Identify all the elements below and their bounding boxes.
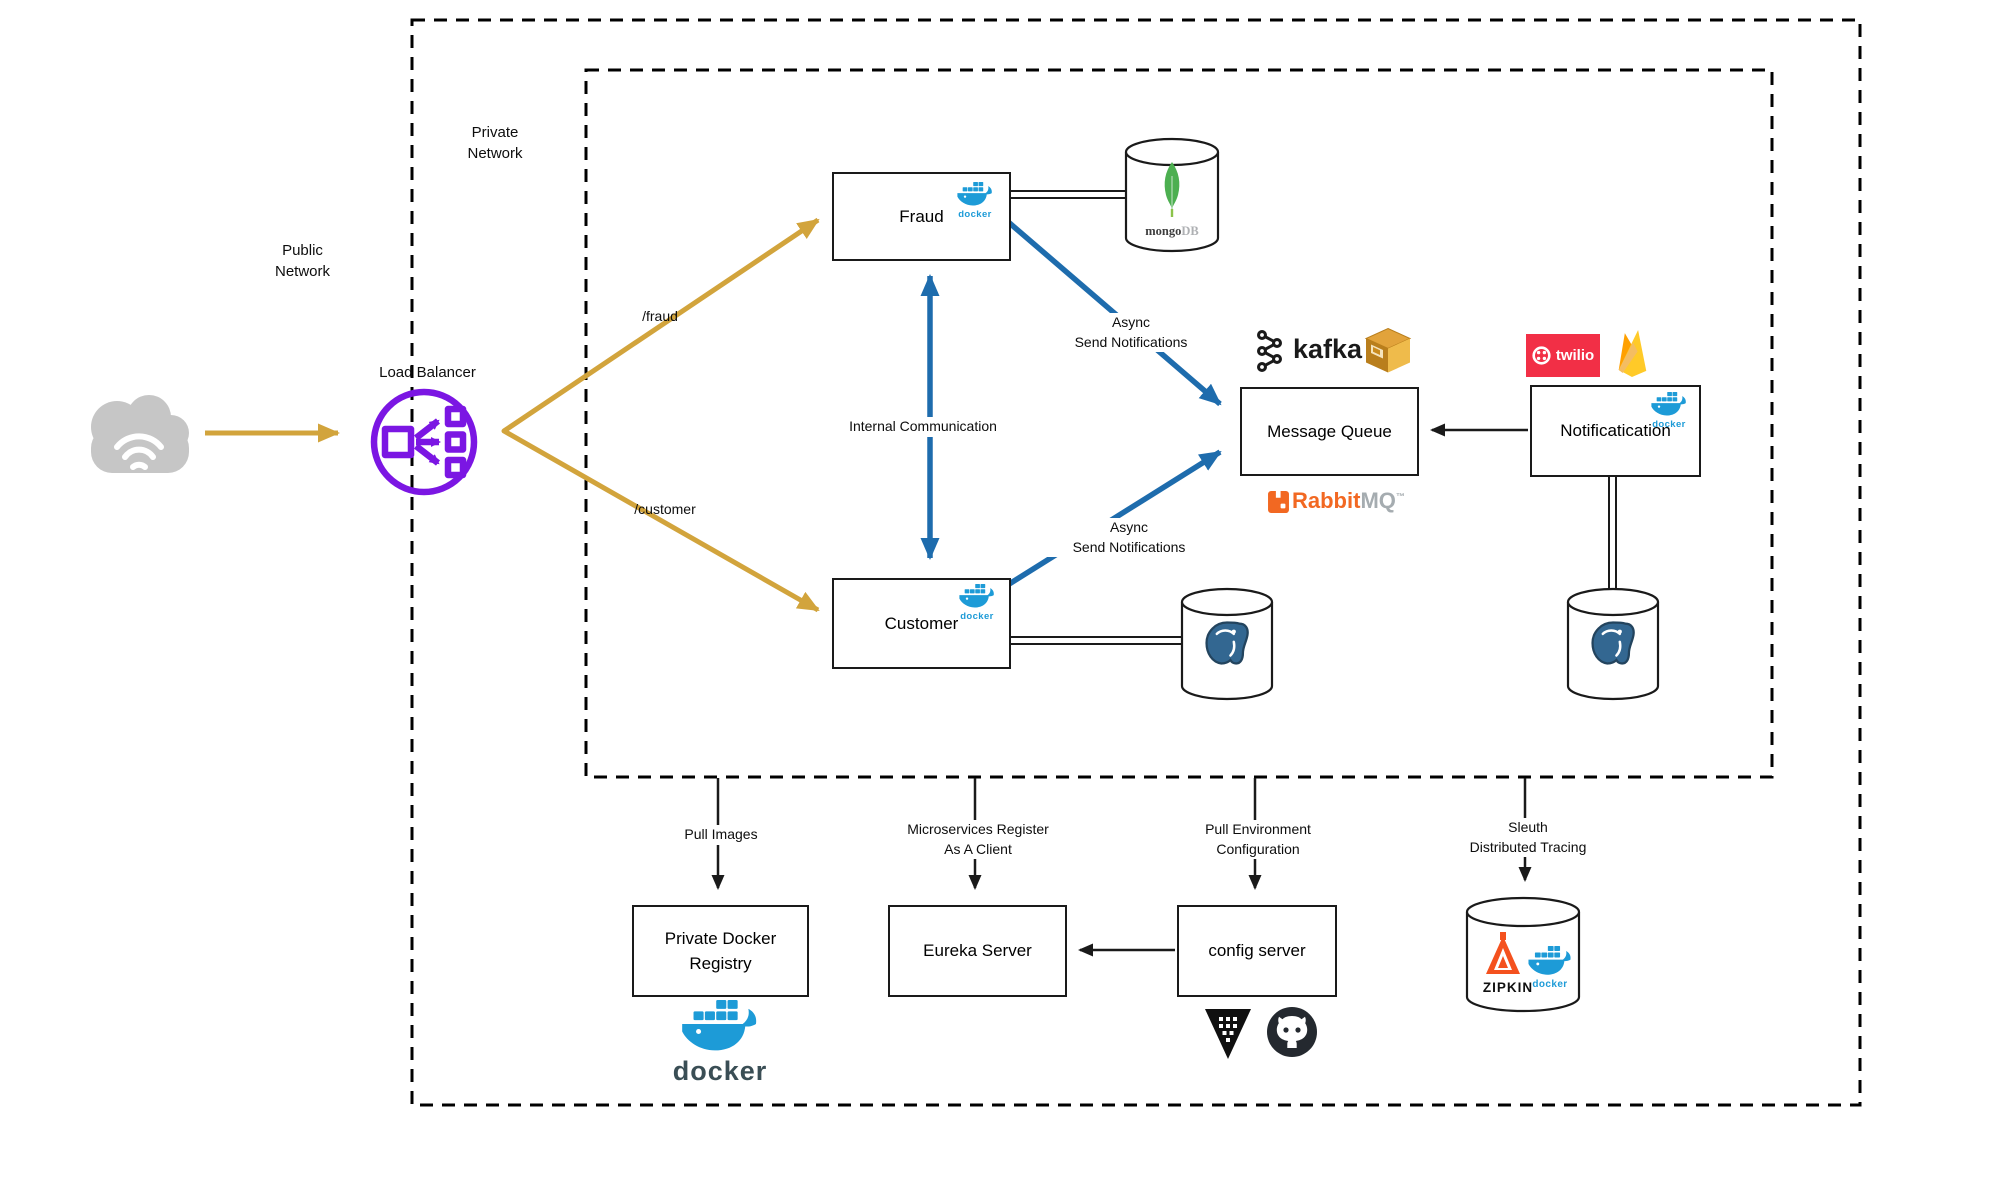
pull-images-label: Pull Images <box>648 825 794 845</box>
edge-loadbalancer-to-services <box>501 217 820 613</box>
kafka-icon <box>1257 330 1282 372</box>
link-fraud-mongodb <box>1008 190 1130 199</box>
internal-communication-label: Internal Communication <box>818 417 1028 437</box>
mongodb-leaf-icon <box>1164 162 1180 217</box>
wifi-icon <box>114 433 164 470</box>
link-notification-postgres <box>1608 474 1617 605</box>
internet-cloud-icon <box>91 395 189 473</box>
docker-registry-icon <box>678 1000 762 1058</box>
firebase-icon <box>1618 330 1647 377</box>
message-queue-box: Message Queue <box>1240 387 1419 476</box>
mongodb-wordmark-db: DB <box>1181 224 1199 238</box>
sqs-queue-icon <box>1364 327 1412 373</box>
rabbitmq-wordmark: RabbitMQ™ <box>1292 488 1405 514</box>
notification-service-box: Notificatication <box>1530 385 1701 477</box>
github-icon <box>1267 1007 1317 1057</box>
twilio-icon <box>1532 346 1551 365</box>
load-balancer-label: Load Balancer <box>379 364 476 381</box>
edge-fraud-to-queue <box>1004 217 1222 407</box>
microservices-register-label: Microservices Register As A Client <box>875 820 1081 860</box>
docker-wordmark: docker <box>960 611 994 622</box>
fraud-service-box: Fraud <box>832 172 1011 261</box>
twilio-wordmark: twilio <box>1555 347 1595 364</box>
sleuth-tracing-label: Sleuth Distributed Tracing <box>1426 818 1630 858</box>
zipkin-cylinder <box>1465 896 1581 1013</box>
postgresql-icon <box>1591 621 1635 665</box>
docker-wordmark: docker <box>672 1056 768 1086</box>
private-network-boundary <box>410 18 1862 1107</box>
public-network-label: Public Network <box>274 242 330 280</box>
rabbitmq-trademark: ™ <box>1395 491 1405 502</box>
pull-environment-label: Pull Environment Configuration <box>1165 820 1351 860</box>
zipkin-wordmark: ZIPKIN <box>1482 980 1534 995</box>
async-send-bottom-label: Async Send Notifications <box>1036 518 1222 558</box>
docker-icon <box>958 584 996 611</box>
vault-icon <box>1205 1009 1251 1059</box>
zipkin-icon <box>1486 932 1520 974</box>
config-server-box: config server <box>1177 905 1337 997</box>
mongodb-wordmark-mongo: mongo <box>1145 224 1182 238</box>
docker-icon <box>956 182 994 209</box>
docker-icon <box>1527 946 1573 979</box>
postgresql-icon <box>1205 621 1249 665</box>
mongodb-wordmark: mongoDB <box>1127 224 1217 239</box>
docker-icon <box>1650 392 1688 419</box>
twilio-logo: twilio <box>1526 334 1600 377</box>
private-network-label: Private Network <box>467 124 523 162</box>
async-send-top-label: Async Send Notifications <box>1038 313 1224 353</box>
rabbitmq-icon <box>1268 491 1289 513</box>
load-balancer-icon <box>370 388 478 496</box>
customer-route-label: /customer <box>634 501 696 517</box>
docker-wordmark: docker <box>1652 419 1686 430</box>
fraud-route-label: /fraud <box>642 308 678 324</box>
docker-registry-box: Private Docker Registry <box>632 905 809 997</box>
eureka-server-box: Eureka Server <box>888 905 1067 997</box>
services-subnet-boundary <box>584 68 1774 779</box>
rabbitmq-wordmark-rabbit: Rabbit <box>1292 488 1361 513</box>
docker-wordmark: docker <box>1532 979 1568 990</box>
kafka-wordmark: kafka <box>1293 334 1363 364</box>
rabbitmq-wordmark-mq: MQ <box>1360 488 1396 513</box>
docker-wordmark: docker <box>958 209 992 220</box>
link-customer-postgres <box>1008 636 1186 645</box>
mongodb-cylinder <box>1124 137 1220 253</box>
